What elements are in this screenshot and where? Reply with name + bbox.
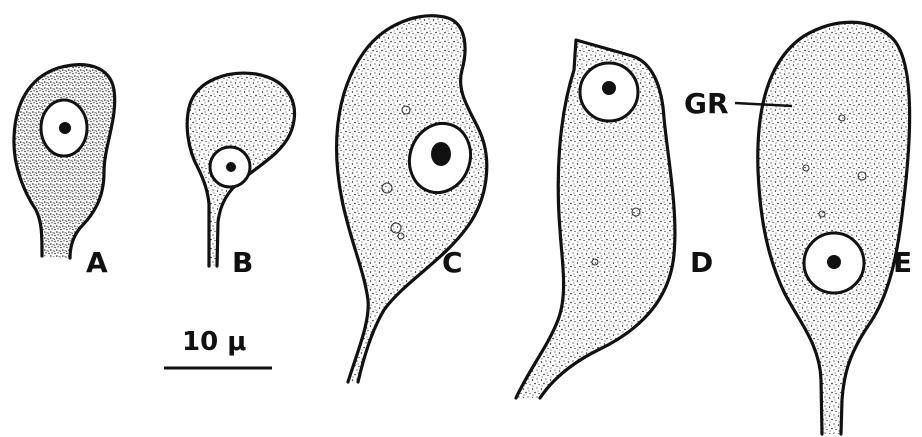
annotation-gr: GR [684, 87, 729, 120]
cell-b-nucleolus [226, 162, 236, 172]
cell-a-body [14, 65, 115, 258]
cell-d-nucleolus [602, 81, 616, 95]
cell-c-body [337, 16, 487, 382]
label-c: C [442, 246, 463, 279]
label-d: D [690, 246, 713, 279]
cell-e: E [758, 22, 912, 434]
scale-bar-label: 10 μ [182, 327, 246, 357]
label-e: E [893, 246, 912, 279]
scale-bar: 10 μ [164, 327, 272, 368]
cell-e-body [758, 22, 910, 434]
cell-c: C [337, 16, 487, 382]
label-b: B [232, 246, 253, 279]
cell-b: B [187, 73, 294, 279]
cell-a-nucleolus [59, 122, 71, 134]
cell-c-nucleolus [431, 142, 451, 166]
cell-a: A [14, 65, 115, 279]
label-a: A [86, 246, 108, 279]
cell-e-nucleolus [827, 255, 841, 269]
